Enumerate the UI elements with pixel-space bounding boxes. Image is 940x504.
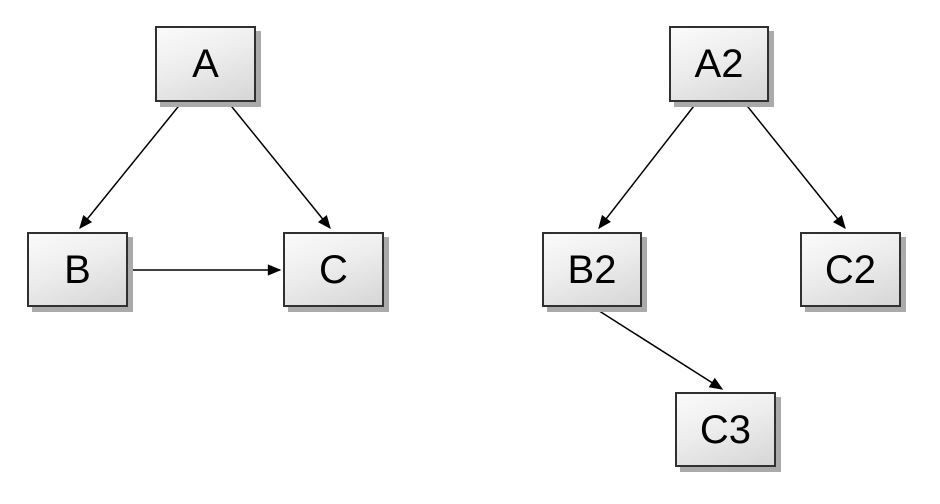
edge-A2-C2[interactable] <box>743 101 846 230</box>
edge-A-C[interactable] <box>227 101 331 230</box>
node-C2[interactable]: C2 <box>800 232 901 307</box>
node-C-label: C <box>319 247 348 292</box>
node-C[interactable]: C <box>283 232 384 307</box>
node-B[interactable]: B <box>27 232 128 307</box>
node-A2[interactable]: A2 <box>669 26 769 102</box>
node-A2-label: A2 <box>694 42 744 86</box>
node-C2-label: C2 <box>824 247 877 292</box>
node-C3-label: C3 <box>699 407 752 452</box>
edge-B2-C3[interactable] <box>592 306 724 390</box>
node-B-label: B <box>64 247 91 292</box>
node-A-label: A <box>192 42 219 86</box>
node-C3[interactable]: C3 <box>675 392 776 467</box>
node-B2-label: B2 <box>567 247 617 292</box>
node-B2[interactable]: B2 <box>542 232 642 307</box>
edge-A-B[interactable] <box>79 101 183 230</box>
edge-A2-B2[interactable] <box>598 101 698 230</box>
node-A[interactable]: A <box>155 26 256 102</box>
